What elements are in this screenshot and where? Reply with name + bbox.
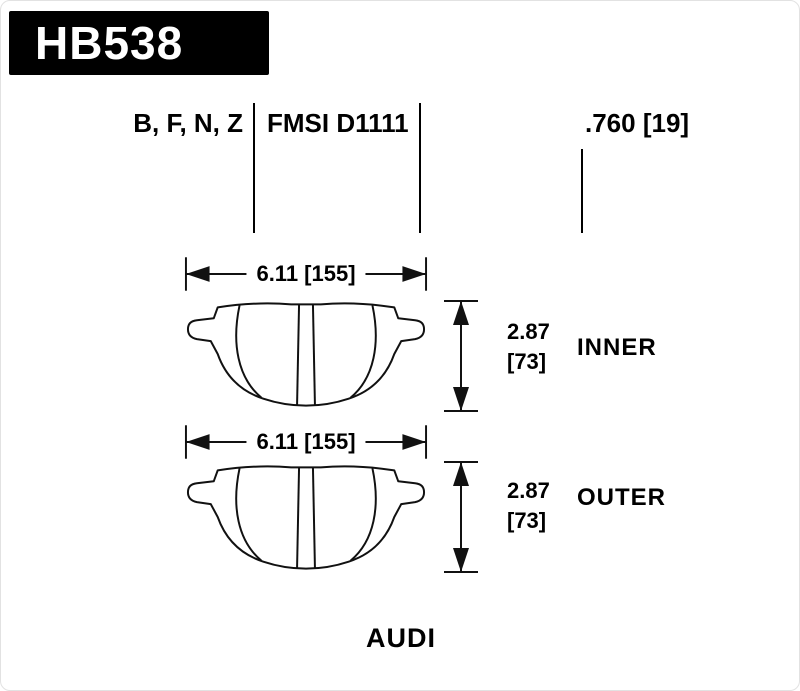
width-dimension-label: 6.11 [155]: [246, 429, 366, 455]
pad-position-label: INNER: [577, 334, 657, 361]
pad-center-slot: [296, 467, 301, 568]
pad-center-slot: [311, 467, 316, 568]
pad-outline-path: [186, 302, 426, 407]
left-arrowhead-icon: [185, 266, 210, 282]
bottom-arrowhead-icon: [453, 548, 469, 572]
pad-inner-contour: [235, 468, 262, 562]
part-number-banner: HB538: [9, 11, 269, 75]
fmsi-number-text: FMSI D1111: [267, 108, 409, 138]
pad-position-label: OUTER: [577, 484, 666, 511]
pad-center-slot: [296, 304, 301, 405]
height-dimension-in-label: 2.87: [507, 478, 550, 503]
height-dimension-arrow: [444, 461, 478, 573]
right-arrowhead-icon: [402, 266, 427, 282]
height-dimension-in-label: 2.87: [507, 319, 550, 344]
column-divider-line: [581, 149, 583, 233]
right-arrowhead-icon: [402, 434, 427, 450]
top-arrowhead-icon: [453, 301, 469, 325]
column-divider-line: [419, 103, 421, 233]
height-dimension-mm-label: [73]: [507, 349, 547, 374]
bottom-arrowhead-icon: [453, 387, 469, 411]
pad-center-slot: [311, 304, 316, 405]
height-dimension-arrow: [444, 300, 478, 412]
width-dimension-label: 6.11 [155]: [246, 261, 366, 287]
part-number-text: HB538: [35, 17, 184, 69]
brake-pad-outline-inner: [186, 302, 426, 407]
height-dimension-mm-label: [73]: [507, 508, 547, 533]
vehicle-make-label: AUDI: [366, 623, 436, 653]
pad-inner-contour: [350, 305, 377, 399]
compound-codes-text: B, F, N, Z: [133, 108, 243, 138]
pad-thickness-text: .760 [19]: [585, 108, 690, 138]
column-divider-line: [253, 103, 255, 233]
pad-outline-path: [186, 465, 426, 570]
left-arrowhead-icon: [185, 434, 210, 450]
top-arrowhead-icon: [453, 462, 469, 486]
pad-inner-contour: [350, 468, 377, 562]
pad-inner-contour: [235, 305, 262, 399]
brake-pad-outline-outer: [186, 465, 426, 570]
